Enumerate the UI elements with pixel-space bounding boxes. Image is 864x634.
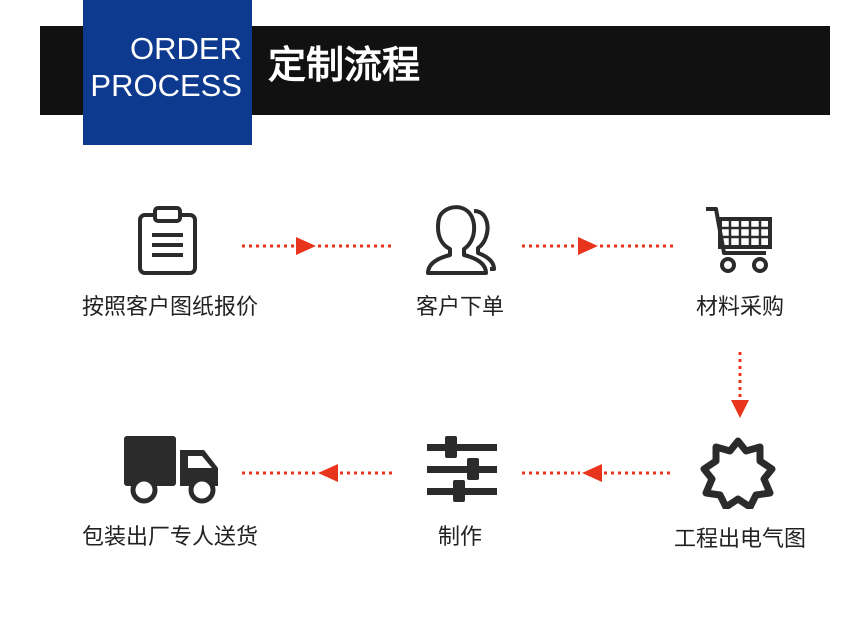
- english-title: ORDER PROCESS: [83, 30, 252, 104]
- title-badge: [83, 0, 252, 145]
- gear-icon: [700, 437, 776, 509]
- truck-icon: [124, 436, 218, 504]
- arrow-left-icon: [242, 464, 394, 482]
- sliders-icon: [427, 436, 497, 502]
- step-label-order: 客户下单: [415, 295, 504, 320]
- arrow-right-icon: [242, 237, 394, 255]
- step-label-electrical-drawing: 工程出电气图: [673, 527, 806, 552]
- page-title: 定制流程: [268, 43, 421, 87]
- step-label-production: 制作: [437, 525, 482, 550]
- step-label-purchase: 材料采购: [695, 295, 784, 320]
- clipboard-icon: [138, 206, 197, 275]
- arrow-down-icon: [731, 352, 749, 418]
- arrow-right-icon: [522, 237, 674, 255]
- users-icon: [426, 205, 496, 275]
- shopping-cart-icon: [706, 207, 772, 273]
- step-label-delivery: 包装出厂专人送货: [81, 525, 258, 550]
- english-title-line1: ORDER: [130, 31, 242, 66]
- step-label-quote: 按照客户图纸报价: [81, 295, 258, 320]
- english-title-line2: PROCESS: [90, 68, 242, 103]
- arrow-left-icon: [522, 464, 674, 482]
